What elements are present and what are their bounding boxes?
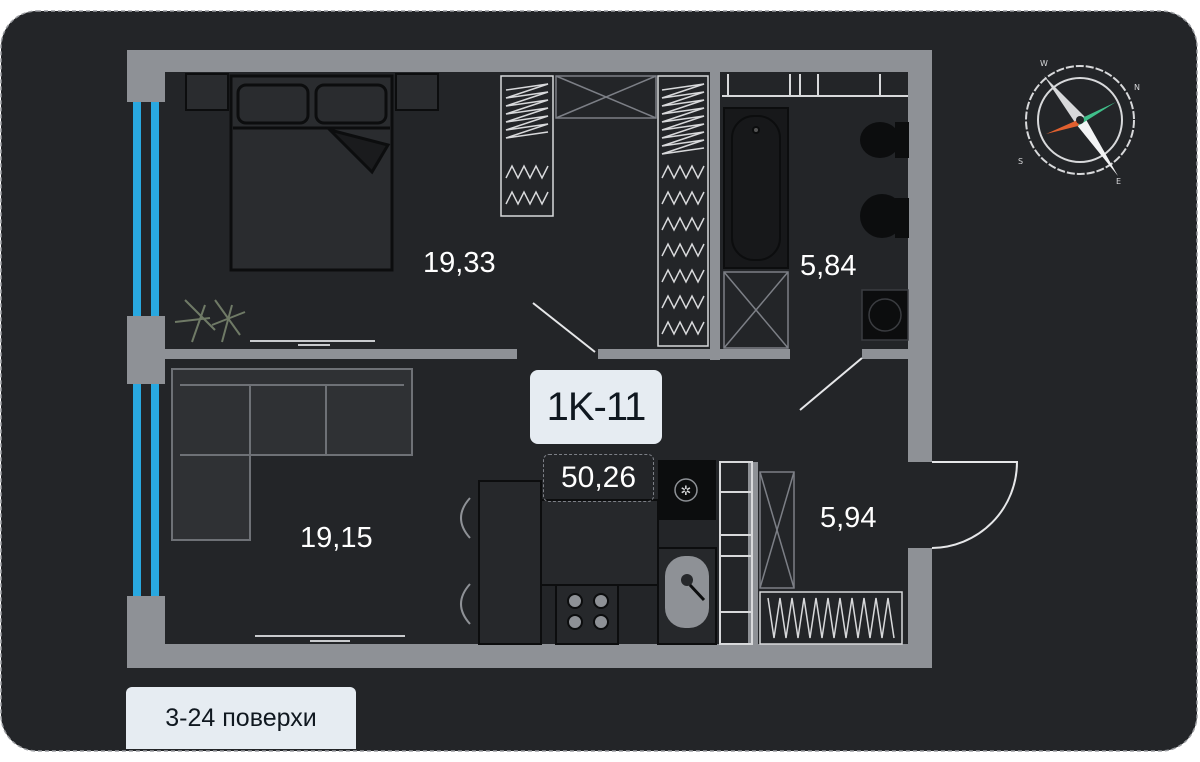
total-area-label: 50,26 (543, 454, 654, 502)
door-swings (532, 302, 1019, 549)
bathroom-sink (860, 194, 909, 238)
walls (127, 50, 932, 668)
floors-badge: 3-24 поверхи (126, 687, 356, 749)
toilet (860, 122, 909, 158)
washing-machine (861, 289, 909, 341)
hallway-area-label: 5,94 (820, 502, 876, 534)
kitchen-sink (657, 547, 717, 645)
compass-letter-e: E (1116, 177, 1121, 186)
kitchen-counter (540, 499, 659, 645)
nightstands (185, 73, 439, 111)
dining-table (460, 480, 542, 645)
shower-tray (723, 271, 789, 349)
compass-letter-n: N (1134, 83, 1140, 92)
tv-stand-living (255, 635, 405, 642)
compass-letter-s: S (1018, 157, 1023, 166)
bed (229, 74, 394, 272)
bathroom-shelf (722, 74, 908, 97)
living-kitchen-area-label: 19,15 (300, 522, 373, 554)
compass-letter-w: W (1040, 59, 1048, 68)
windows (133, 102, 159, 596)
compass-icon: W N E S (1018, 59, 1140, 186)
wardrobe-right (657, 75, 709, 347)
svg-text:✲: ✲ (681, 484, 692, 499)
bathtub (723, 107, 789, 269)
kitchen-shelves (719, 461, 753, 645)
wardrobe-left (500, 75, 554, 217)
apartment-code-label: 1K-11 (530, 370, 662, 444)
bathroom-area-label: 5,84 (800, 250, 856, 282)
tv-stand-bedroom (250, 340, 375, 346)
plant (174, 299, 246, 343)
fridge: ✲ (658, 460, 716, 520)
bedroom-area-label: 19,33 (423, 247, 496, 279)
storage-cabinet (555, 75, 657, 119)
hallway-wardrobe (759, 591, 903, 645)
sofa (171, 368, 413, 541)
hallway-cabinet (759, 471, 795, 589)
